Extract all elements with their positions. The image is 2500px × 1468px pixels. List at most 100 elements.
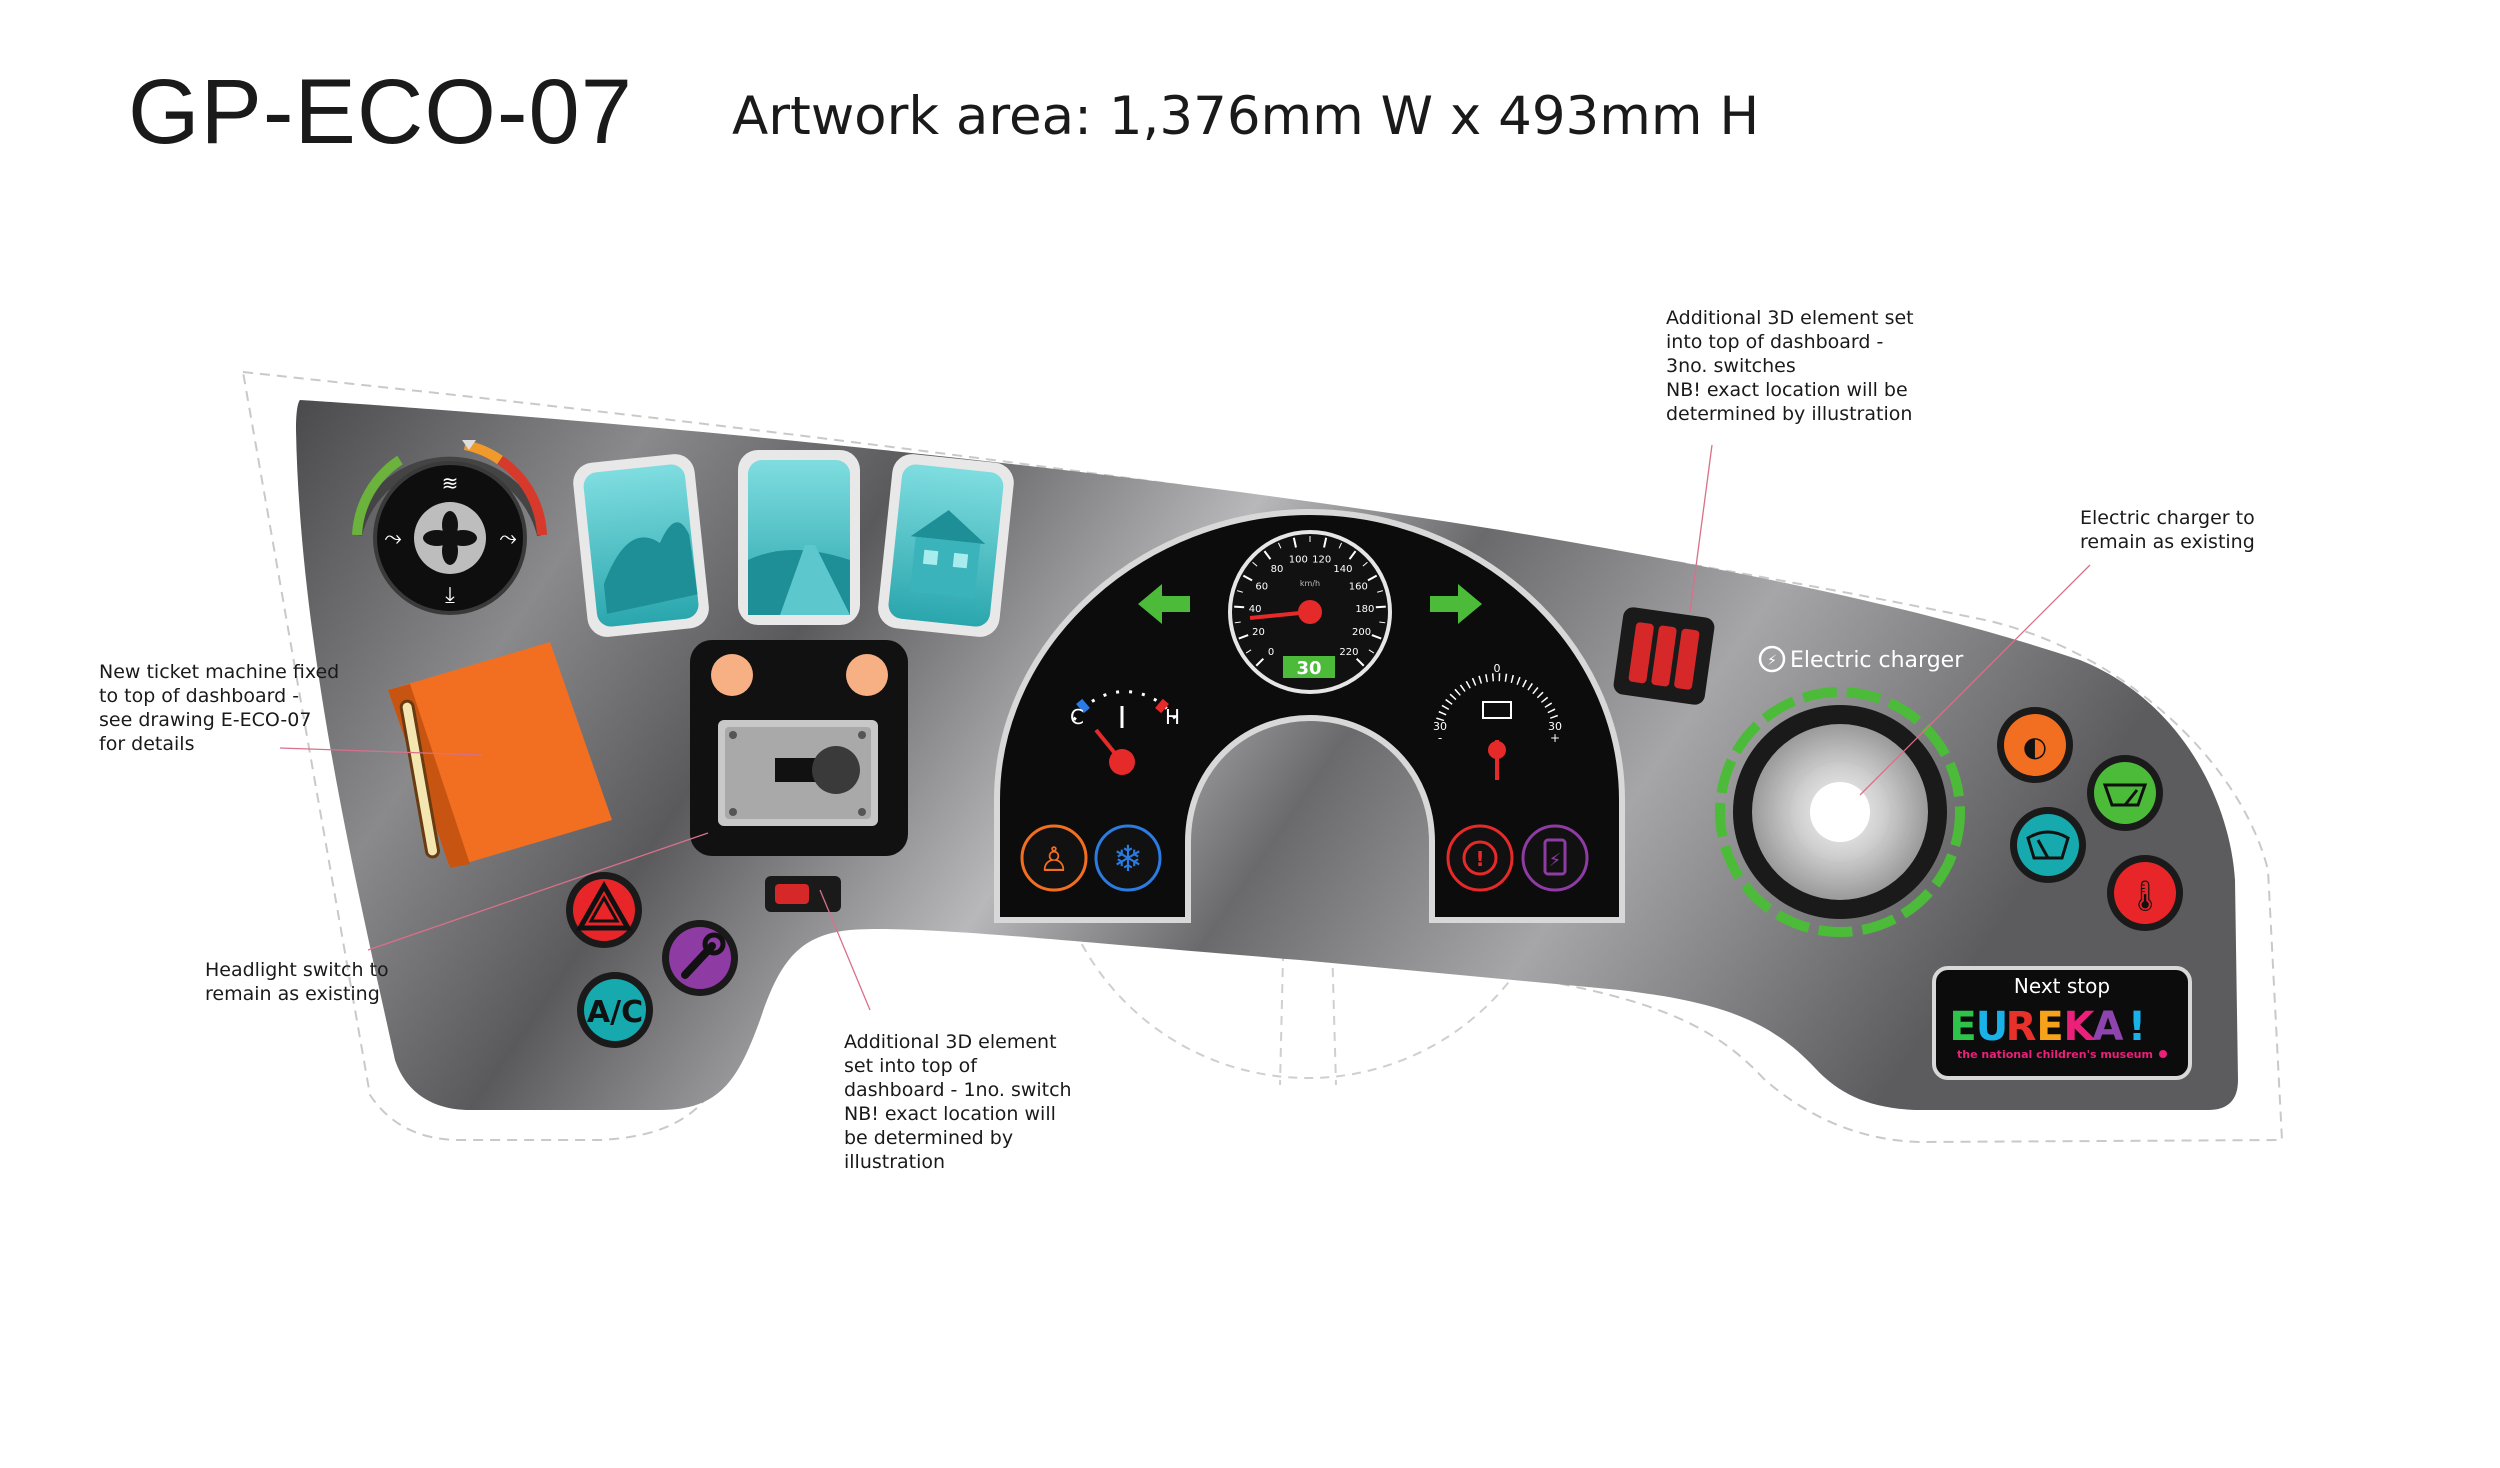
artwork-area-label: Artwork area: 1,376mm W x 493mm H xyxy=(732,86,1760,147)
svg-text:!: ! xyxy=(1475,847,1484,871)
battery-icon xyxy=(1482,701,1512,719)
control-box[interactable] xyxy=(690,640,908,856)
speed-tick xyxy=(1238,634,1249,640)
note-line: Additional 3D element set xyxy=(1666,307,1914,329)
speed-tick-label: 100 xyxy=(1289,554,1308,565)
note-charger: Electric charger to remain as existing xyxy=(2080,506,2255,554)
note-switches-top: Additional 3D element set into top of da… xyxy=(1666,306,1914,426)
brake-warning: ! xyxy=(1446,824,1514,892)
ticket-machine[interactable] xyxy=(388,642,612,868)
note-line: set into top of xyxy=(844,1055,977,1077)
speed-display-value: 30 xyxy=(1296,658,1321,679)
drawing-title: GP-ECO-07 xyxy=(128,61,633,163)
rear-wiper-button[interactable] xyxy=(2087,755,2163,831)
speed-tick-label: 60 xyxy=(1255,582,1268,593)
note-line: into top of dashboard - xyxy=(1666,331,1884,353)
battery-warning: ⚡ xyxy=(1521,824,1589,892)
speed-tick xyxy=(1379,621,1386,624)
note-line: remain as existing xyxy=(2080,531,2255,553)
battery-charge-icon xyxy=(1543,838,1567,876)
speed-tick xyxy=(1348,550,1357,560)
airflow-side-icon: ⤳ xyxy=(499,526,517,551)
brake-icon xyxy=(1462,840,1498,876)
note-line: 3no. switches xyxy=(1666,355,1796,377)
note-line: to top of dashboard - xyxy=(99,685,300,707)
climate-control-dial[interactable]: ≋ ⤳ ⤳ ⤓ xyxy=(352,440,547,615)
annotation-leaders xyxy=(279,444,2091,1011)
control-box-button-right[interactable] xyxy=(846,654,888,696)
front-wiper-icon xyxy=(2026,830,2070,860)
charger-label: Electric charger xyxy=(1790,648,1964,673)
service-button[interactable] xyxy=(662,920,738,996)
brand-letter: E xyxy=(1949,1004,1976,1050)
seatbelt-warning: ♙ xyxy=(1020,824,1088,892)
note-line: determined by illustration xyxy=(1666,403,1913,425)
airflow-feet-icon: ⤓ xyxy=(445,583,455,608)
electric-charger[interactable]: ⚡ Electric charger xyxy=(1715,645,1965,937)
brand-letter: K xyxy=(2064,1004,2097,1050)
triple-toggle-switch[interactable] xyxy=(1612,606,1715,706)
hazard-icon xyxy=(575,880,633,931)
note-line: be determined by xyxy=(844,1127,1014,1149)
speed-tick xyxy=(1245,649,1252,654)
speed-tick xyxy=(1367,574,1378,582)
speed-tick-label: 80 xyxy=(1271,564,1284,575)
defrost-icon: ≋ xyxy=(442,471,459,495)
rear-wiper-icon xyxy=(2102,783,2148,807)
speed-tick-label: 40 xyxy=(1249,604,1262,615)
next-stop-label: Next stop xyxy=(2014,974,2110,998)
speed-tick xyxy=(1277,542,1282,549)
speed-tick xyxy=(1263,550,1272,560)
brand-letter: R xyxy=(2006,1004,2037,1050)
front-wiper-button[interactable] xyxy=(2010,807,2086,883)
speed-unit: km/h xyxy=(1300,579,1320,588)
battery-gauge-right-label: 30 xyxy=(1548,720,1562,733)
hazard-button[interactable] xyxy=(566,872,642,948)
speed-tick-label: 160 xyxy=(1349,582,1368,593)
battery-gauge: 0 30 30 - + xyxy=(1433,662,1562,780)
speed-display xyxy=(1283,656,1335,678)
speed-tick xyxy=(1371,634,1382,640)
note-switch-single: Additional 3D element set into top of da… xyxy=(844,1030,1072,1174)
svg-text:⚡: ⚡ xyxy=(1549,850,1562,871)
speed-tick-label: 20 xyxy=(1252,627,1265,638)
speed-tick xyxy=(1255,657,1265,667)
brand-letter: U xyxy=(1976,1004,2008,1050)
headlight-button[interactable]: ◐ xyxy=(1997,707,2073,783)
right-turn-signal-icon xyxy=(1430,584,1482,624)
note-line: remain as existing xyxy=(205,983,380,1005)
ac-label: A/C xyxy=(587,995,643,1030)
speed-tick xyxy=(1355,657,1365,667)
note-line: Electric charger to xyxy=(2080,507,2255,529)
left-turn-signal-icon xyxy=(1138,584,1190,624)
ac-button[interactable]: A/C xyxy=(577,972,653,1048)
speed-tick xyxy=(1338,542,1343,549)
battery-gauge-plus: + xyxy=(1550,731,1560,745)
scenic-screen-2 xyxy=(738,450,860,625)
temp-cold-label: C xyxy=(1070,705,1084,729)
scenic-screen-3 xyxy=(878,454,1014,637)
note-line: Additional 3D element xyxy=(844,1031,1057,1053)
brand-letter: ! xyxy=(2128,1004,2146,1050)
temp-hot-label: H xyxy=(1165,705,1180,729)
battery-gauge-minus: - xyxy=(1438,731,1442,745)
charger-bolt-icon xyxy=(1758,645,1786,673)
speed-tick xyxy=(1292,537,1297,548)
note-line: Headlight switch to xyxy=(205,959,389,981)
speed-tick-label: 140 xyxy=(1333,564,1352,575)
speed-tick xyxy=(1377,590,1384,593)
speed-tick-label: 200 xyxy=(1352,627,1371,638)
single-toggle-switch[interactable] xyxy=(765,876,841,912)
coolant-temp-button[interactable]: 🌡 xyxy=(2107,855,2183,931)
speed-tick xyxy=(1252,561,1258,567)
speed-tick xyxy=(1323,537,1328,548)
joystick-knob[interactable] xyxy=(812,746,860,794)
control-box-button-left[interactable] xyxy=(711,654,753,696)
coolant-temperature-icon: 🌡 xyxy=(2126,879,2164,914)
speed-tick xyxy=(1375,605,1386,609)
speed-tick xyxy=(1234,605,1245,609)
